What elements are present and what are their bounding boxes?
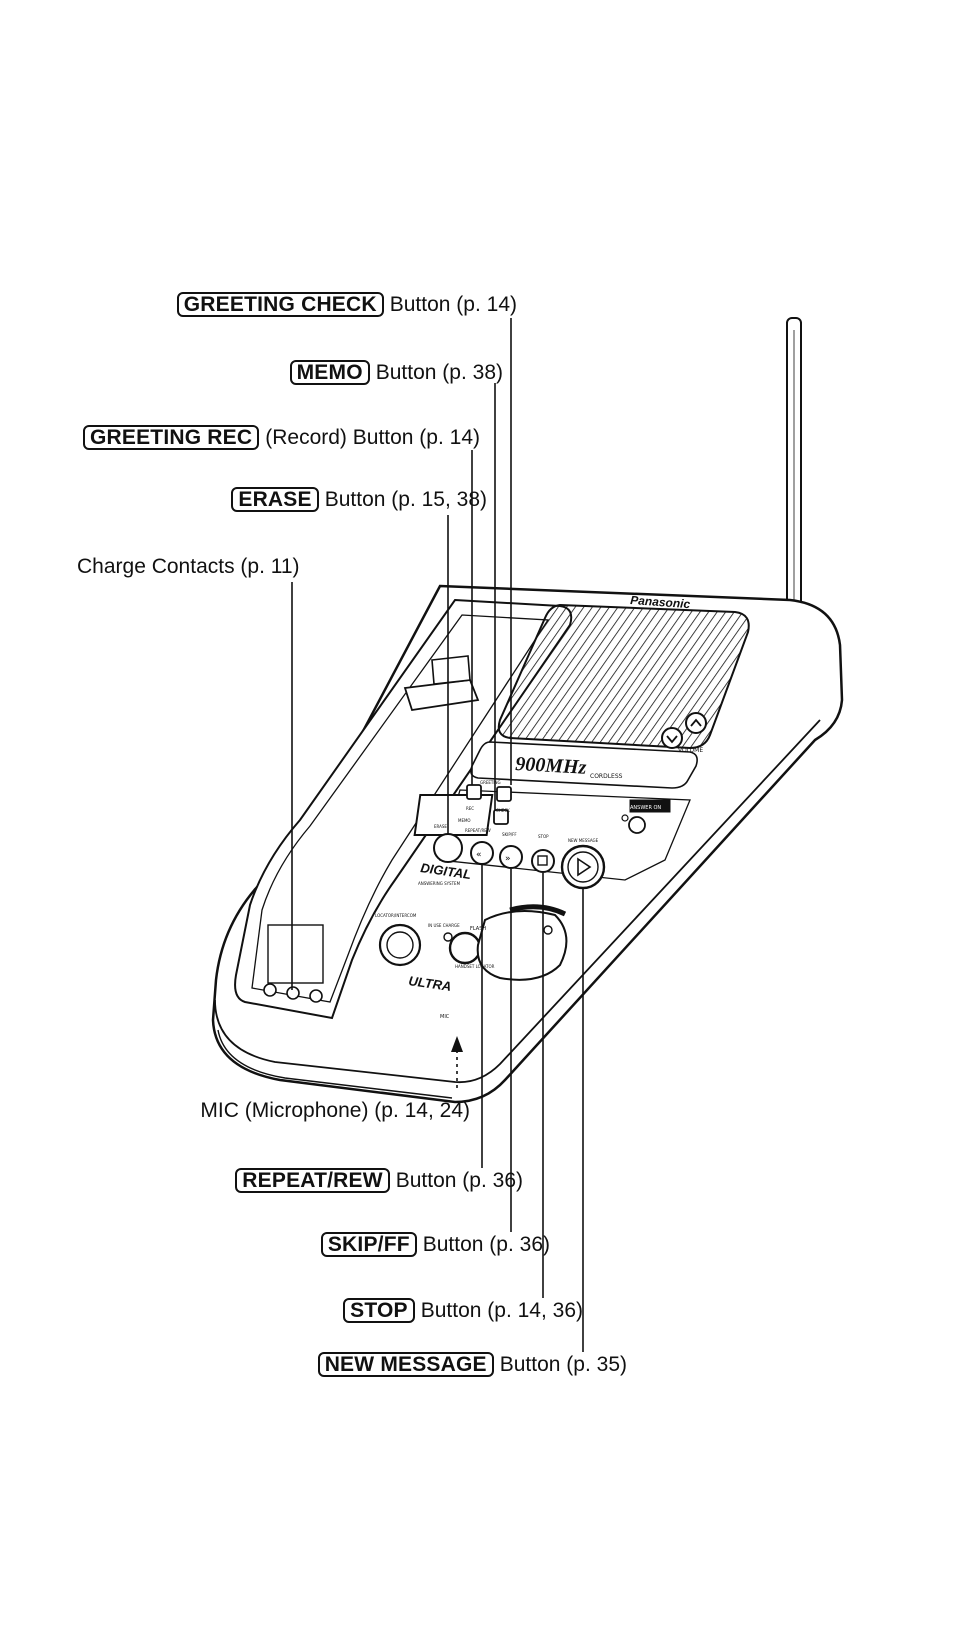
repeat-key-text: REPEAT/REW — [465, 828, 491, 833]
lower-controls — [378, 904, 568, 981]
memo-key: MEMO — [289, 360, 370, 385]
digital-text: DIGITAL — [420, 860, 473, 882]
stop-key-text: STOP — [538, 834, 549, 839]
cordless-text: CORDLESS — [590, 773, 623, 780]
in-use-text: IN USE CHARGE — [428, 923, 460, 928]
greeting-key-text: GREETING — [480, 780, 501, 785]
repeat-rew-text: Button (p. 36) — [395, 1169, 523, 1192]
memo-key-text: MEMO — [458, 818, 471, 823]
greeting-rec-text: (Record) Button (p. 14) — [265, 426, 480, 449]
mic-arrow — [451, 1036, 463, 1052]
flash-text: FLASH — [470, 926, 486, 932]
ultra-text: ULTRA — [408, 973, 453, 994]
handset-locator-text: HANDSET LOCATOR — [455, 964, 495, 969]
label-greeting-rec: GREETING REC(Record) Button (p. 14) — [82, 425, 480, 451]
answering-system-text: ANSWERING SYSTEM — [418, 881, 461, 886]
new-message-key: NEW MESSAGE — [317, 1352, 494, 1377]
band-strip — [470, 741, 698, 789]
answer-on-text: ANSWER ON — [630, 805, 661, 811]
leader-lines — [291, 318, 584, 1352]
rec-key-text: REC — [466, 806, 474, 811]
volume-text: VOLUME — [678, 747, 703, 754]
memo-text: Button (p. 38) — [375, 361, 503, 384]
skip-key-text: SKIP/FF — [502, 832, 517, 837]
speaker-grill — [497, 603, 750, 750]
device-mic-text: MIC — [440, 1014, 450, 1020]
erase-text: Button (p. 15, 38) — [324, 488, 487, 511]
erase-key-text: ERASE — [434, 824, 447, 829]
repeat-rew-key: REPEAT/REW — [235, 1168, 390, 1193]
check-key-text: CHECK — [496, 808, 510, 813]
playback-buttons: « » — [433, 833, 606, 890]
greeting-check-text: Button (p. 14) — [389, 293, 517, 316]
stop-text: Button (p. 14, 36) — [420, 1299, 583, 1322]
control-panel — [413, 784, 691, 881]
greeting-rec-key: GREETING REC — [82, 425, 260, 450]
new-message-key-text: NEW MESSAGE — [568, 838, 599, 843]
greeting-check-key: GREETING CHECK — [176, 292, 384, 317]
mic-text: MIC (Microphone) (p. 14, 24) — [200, 1099, 470, 1122]
band-text: 900MHz — [515, 753, 587, 779]
erase-key: ERASE — [231, 487, 319, 512]
new-message-text: Button (p. 35) — [499, 1353, 627, 1376]
skip-ff-key: SKIP/FF — [320, 1232, 417, 1257]
svg-text:»: » — [505, 854, 511, 864]
locator-text: LOCATOR/INTERCOM — [375, 913, 417, 918]
charge-contacts-text: Charge Contacts (p. 11) — [77, 555, 300, 578]
label-mic: MIC (Microphone) (p. 14, 24) — [200, 1098, 470, 1124]
label-charge-contacts: Charge Contacts (p. 11) — [77, 554, 300, 580]
svg-text:«: « — [476, 850, 482, 860]
skip-ff-text: Button (p. 36) — [422, 1233, 550, 1256]
volume-buttons — [661, 712, 707, 749]
brand-text: Panasonic — [630, 593, 691, 611]
stop-key: STOP — [343, 1298, 415, 1323]
